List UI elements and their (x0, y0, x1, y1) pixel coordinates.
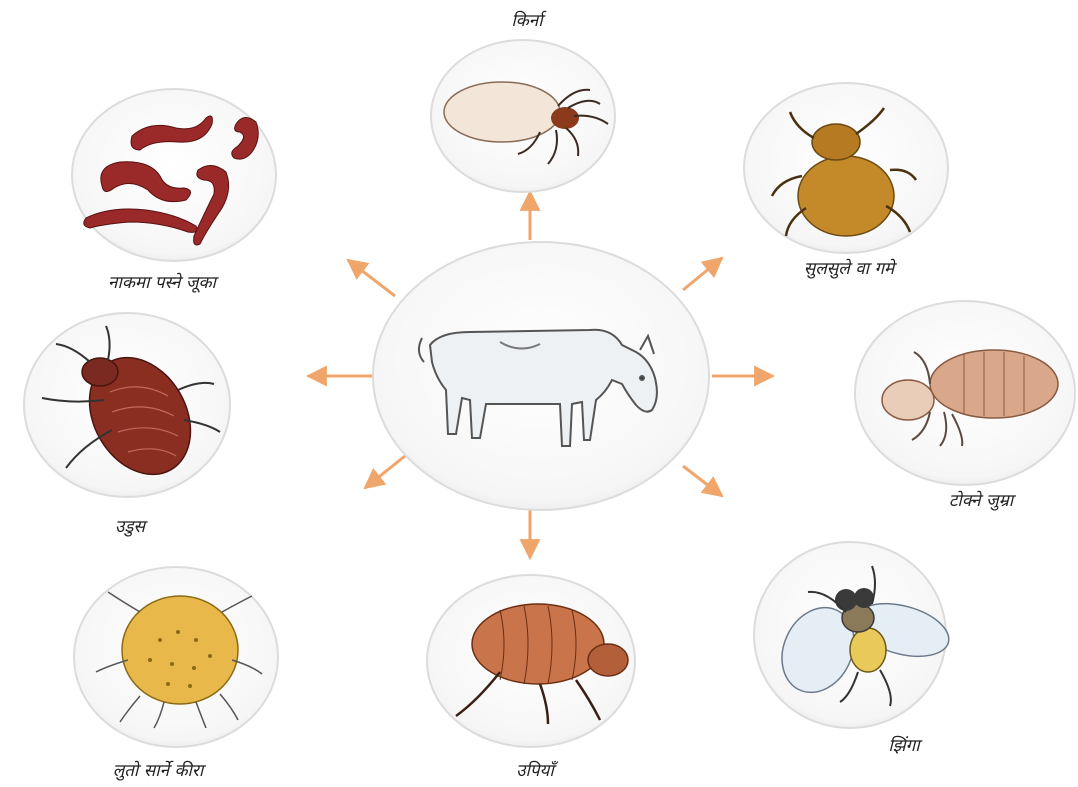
label-upiyan: उपियाँ (516, 758, 554, 781)
circle-udus (24, 313, 230, 497)
circle-jhinga (754, 542, 955, 728)
circle-luto (74, 567, 278, 747)
arrow-upper-right (683, 258, 722, 290)
circle-tokne-jumra (855, 301, 1075, 485)
label-sulsule: सुलसुले वा गमे (804, 256, 894, 279)
label-tokne-jumra: टोक्ने जुम्रा (949, 488, 1013, 511)
arrow-lower-left (365, 456, 405, 488)
label-luto: लुतो सार्ने कीरा (113, 758, 204, 781)
circle-jooka (72, 89, 276, 261)
label-jhinga: झिंगा (888, 733, 919, 756)
label-kirna: किर्ना (511, 8, 542, 31)
arrow-lower-right (683, 466, 722, 496)
label-jooka: नाकमा पस्ने जूका (108, 270, 216, 293)
circle-kirna (431, 40, 615, 192)
center-circle (373, 242, 709, 510)
label-udus: उडुस (115, 514, 145, 537)
circle-upiyan (427, 575, 635, 747)
arrow-upper-left (348, 260, 395, 296)
circle-sulsule (744, 83, 948, 253)
